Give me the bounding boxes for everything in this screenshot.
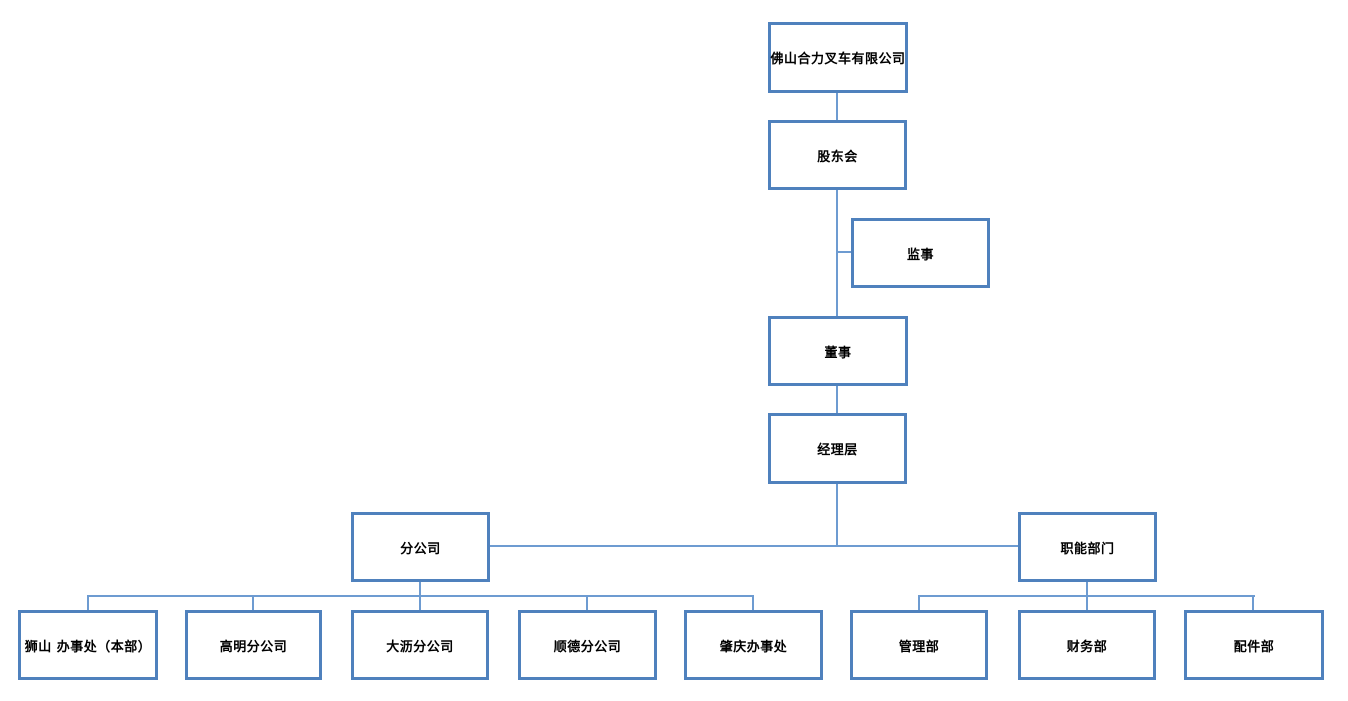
connector-branches-down xyxy=(419,582,421,596)
org-node-gaoming-label: 高明分公司 xyxy=(219,639,288,655)
org-node-dali-label: 大沥分公司 xyxy=(386,639,454,655)
org-node-functional-label: 职能部门 xyxy=(1060,541,1115,557)
org-node-finance: 财务部 xyxy=(1018,610,1156,680)
org-node-supervisor-label: 监事 xyxy=(906,247,934,263)
connector-stub-gaoming xyxy=(252,596,254,610)
connector-director-management xyxy=(836,386,838,413)
connector-stub-dali xyxy=(419,596,421,610)
org-node-dali: 大沥分公司 xyxy=(351,610,489,680)
org-node-zhaoqing-label: 肇庆办事处 xyxy=(719,639,788,655)
connector-supervisor-stub xyxy=(837,251,851,253)
connector-stub-parts xyxy=(1252,596,1254,610)
connector-functional-down xyxy=(1086,582,1088,596)
connector-stub-finance xyxy=(1086,596,1088,610)
org-node-director-label: 董事 xyxy=(824,345,852,361)
org-node-gaoming: 高明分公司 xyxy=(185,610,322,680)
connector-management-rail xyxy=(836,484,838,546)
org-node-shunde: 顺德分公司 xyxy=(518,610,657,680)
connector-main-rail xyxy=(489,545,1018,547)
org-node-shareholders: 股东会 xyxy=(768,120,907,190)
org-node-admin: 管理部 xyxy=(850,610,988,680)
org-node-parts-label: 配件部 xyxy=(1233,639,1275,655)
connector-stub-shishan xyxy=(87,596,89,610)
org-node-branches-label: 分公司 xyxy=(400,541,441,557)
org-node-management-label: 经理层 xyxy=(817,443,858,458)
org-node-zhaoqing: 肇庆办事处 xyxy=(684,610,823,680)
org-node-functional: 职能部门 xyxy=(1018,512,1157,582)
org-node-admin-label: 管理部 xyxy=(898,639,940,655)
connector-shareholders-director xyxy=(836,190,838,316)
org-node-branches: 分公司 xyxy=(351,512,490,582)
org-node-parts: 配件部 xyxy=(1184,610,1324,680)
org-node-finance-label: 财务部 xyxy=(1066,639,1108,655)
org-node-supervisor: 监事 xyxy=(851,218,990,288)
org-node-shishan-label: 狮山 办事处（本部） xyxy=(24,639,152,655)
org-node-company-label: 佛山合力叉车有限公司 xyxy=(770,52,906,67)
connector-stub-zhaoqing xyxy=(752,596,754,610)
org-node-shunde-label: 顺德分公司 xyxy=(553,639,622,655)
connector-company-shareholders xyxy=(836,93,838,120)
org-node-director: 董事 xyxy=(768,316,908,386)
org-node-management: 经理层 xyxy=(768,413,907,484)
connector-stub-shunde xyxy=(586,596,588,610)
org-node-company: 佛山合力叉车有限公司 xyxy=(768,22,908,93)
org-node-shareholders-label: 股东会 xyxy=(817,149,858,165)
connector-stub-admin xyxy=(918,596,920,610)
org-node-shishan: 狮山 办事处（本部） xyxy=(18,610,158,680)
